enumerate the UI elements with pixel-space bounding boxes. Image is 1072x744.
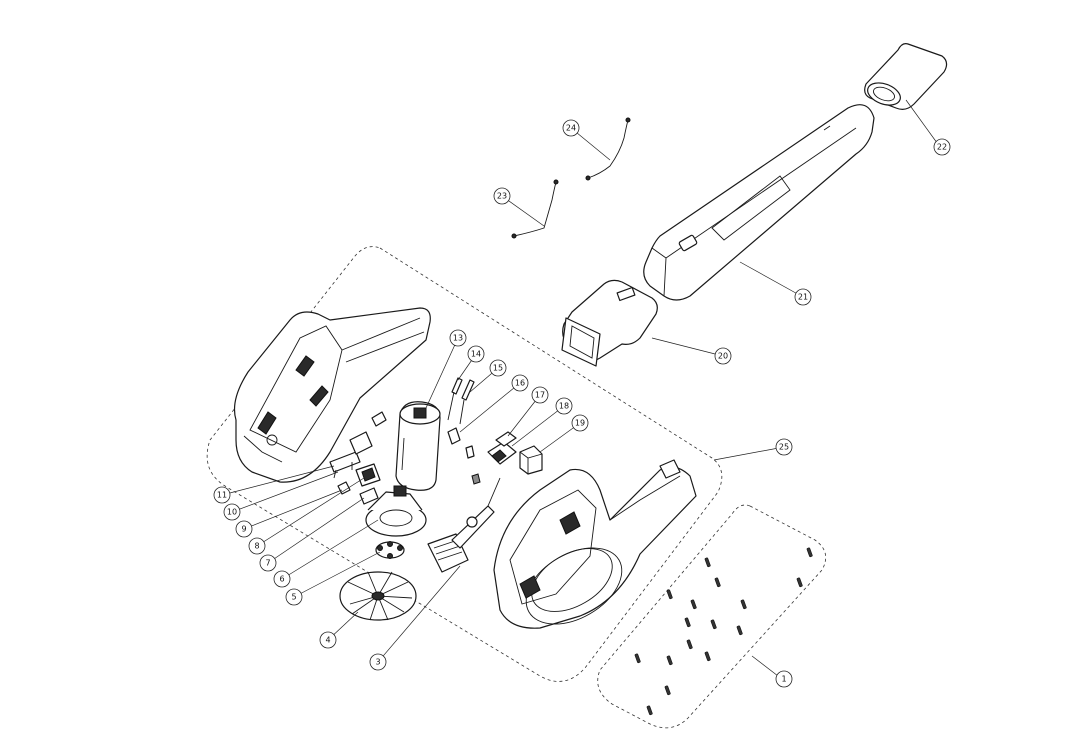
part-14-pin	[447, 377, 463, 421]
callout-number: 25	[779, 443, 789, 452]
callout-number: 23	[497, 192, 507, 201]
callout-3: 3	[369, 653, 387, 671]
callout-circle	[248, 537, 266, 555]
callout-9: 9	[235, 520, 253, 538]
part-22-nozzle-tip	[864, 43, 948, 110]
callout-number: 3	[375, 658, 380, 667]
part-15-pin	[459, 379, 475, 425]
part-19-terminal-block	[519, 445, 543, 475]
callout-circle	[571, 414, 589, 432]
callout-8: 8	[248, 537, 266, 555]
callout-circle	[223, 503, 241, 521]
callout-number: 21	[798, 293, 808, 302]
part-10-block	[337, 481, 351, 495]
part-24-wire	[585, 117, 631, 181]
part-21-blower-tube	[643, 104, 875, 301]
part-23-wire	[511, 179, 559, 239]
callout-23: 23	[493, 187, 511, 205]
screw-set	[634, 547, 813, 716]
callout-circle	[489, 359, 507, 377]
callout-1: 1	[775, 670, 793, 688]
callout-number: 5	[291, 593, 296, 602]
callout-24: 24	[562, 119, 580, 137]
callout-6: 6	[273, 570, 291, 588]
callout-22: 22	[933, 138, 951, 156]
callout-19: 19	[571, 414, 589, 432]
callout-number: 6	[279, 575, 284, 584]
callout-number: 20	[718, 352, 728, 361]
callout-number: 13	[453, 334, 463, 343]
callout-17: 17	[531, 386, 549, 404]
part-20-tube-connector	[561, 279, 658, 367]
part-5-insert	[375, 541, 405, 559]
callout-circle	[562, 119, 580, 137]
part-13-motor	[395, 401, 441, 491]
part-4-impeller	[339, 571, 417, 621]
right-housing-half	[493, 459, 697, 629]
part-3-trigger-assembly	[427, 477, 501, 573]
callout-circle	[467, 345, 485, 363]
callout-14: 14	[467, 345, 485, 363]
callout-4: 4	[319, 631, 337, 649]
callout-circle	[259, 554, 277, 572]
callout-5: 5	[285, 588, 303, 606]
callout-number: 4	[325, 636, 330, 645]
callout-circle	[531, 386, 549, 404]
callout-number: 22	[937, 143, 947, 152]
callout-circle	[775, 438, 793, 456]
callout-circle	[933, 138, 951, 156]
callout-13: 13	[449, 329, 467, 347]
callout-11: 11	[213, 486, 231, 504]
leader-lines	[221, 99, 941, 677]
callout-number: 19	[575, 419, 585, 428]
callout-10: 10	[223, 503, 241, 521]
callout-circle	[285, 588, 303, 606]
part-7-fan-cap	[365, 485, 427, 537]
callout-number: 11	[217, 491, 227, 500]
callout-16: 16	[511, 374, 529, 392]
callout-circle	[493, 187, 511, 205]
callout-circle	[235, 520, 253, 538]
part-upper-switch	[349, 411, 387, 455]
part-18-switch-block	[495, 431, 517, 447]
part-16-connector	[447, 427, 481, 485]
part-11-bracket	[329, 451, 361, 479]
callout-circle	[775, 670, 793, 688]
callout-18: 18	[555, 397, 573, 415]
callout-25: 25	[775, 438, 793, 456]
callout-21: 21	[794, 288, 812, 306]
callout-circle	[449, 329, 467, 347]
group-25-outline	[206, 246, 723, 682]
part-8-clip	[359, 487, 379, 505]
callout-number: 16	[515, 379, 525, 388]
callout-number: 1	[781, 675, 786, 684]
callout-circle	[714, 347, 732, 365]
part-9-plate	[355, 463, 381, 487]
screw-set-outline	[597, 504, 827, 729]
callout-number: 9	[241, 525, 246, 534]
callout-number: 10	[227, 508, 237, 517]
callout-number: 15	[493, 364, 503, 373]
callout-number: 7	[265, 559, 270, 568]
callout-circle	[555, 397, 573, 415]
callout-circle	[794, 288, 812, 306]
callout-number: 24	[566, 124, 576, 133]
callout-20: 20	[714, 347, 732, 365]
callout-circle	[213, 486, 231, 504]
part-17-switch	[487, 441, 517, 465]
callout-circle	[369, 653, 387, 671]
callout-circle	[319, 631, 337, 649]
callout-number: 8	[254, 542, 259, 551]
callout-circle	[273, 570, 291, 588]
callout-number: 17	[535, 391, 545, 400]
callout-15: 15	[489, 359, 507, 377]
left-housing-half	[233, 307, 431, 483]
callout-7: 7	[259, 554, 277, 572]
callout-number: 18	[559, 402, 569, 411]
callout-circle	[511, 374, 529, 392]
callout-number: 14	[471, 350, 481, 359]
